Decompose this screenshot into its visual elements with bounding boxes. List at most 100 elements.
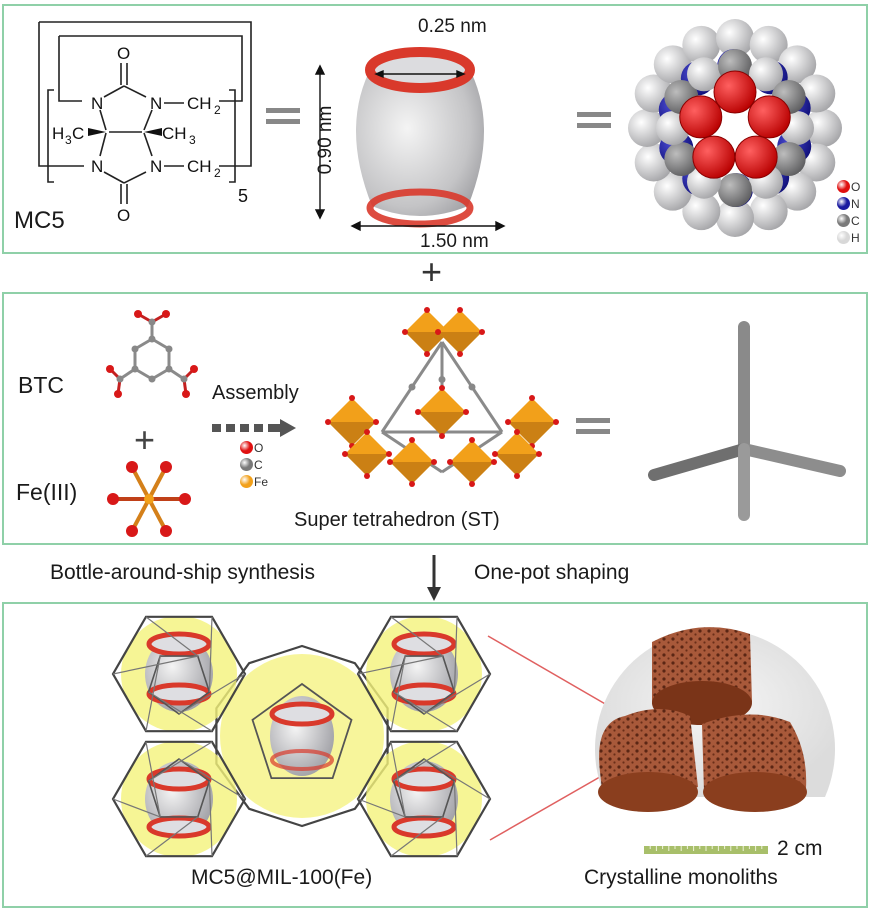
carbon-atom [438,376,446,383]
atom-sphere-icon [837,231,850,244]
atom-sphere-icon [240,458,253,471]
mc5-chemical-structure: O N N N N O CH 2 CH 2 H 3 C CH 3 5 [38,21,252,225]
fe-octahedron [435,307,485,357]
equals-sign [577,112,611,128]
legend-symbol: H [851,230,860,245]
mc5-space-filling-model [628,19,842,237]
oxygen-atom [692,135,736,179]
legend-item: Fe [240,473,268,490]
ch2-group-top: CH 2 [187,94,221,117]
bottle-around-ship-label: Bottle-around-ship synthesis [50,561,315,584]
fe-octahedron [447,437,497,487]
atom-nitrogen: N [150,157,162,176]
tetrahedral-node [648,321,846,521]
hydrogen-atom [682,25,721,64]
panel-mc5-structure: O N N N N O CH 2 CH 2 H 3 C CH 3 5 MC5 [2,4,868,254]
equals-sign [266,108,300,124]
legend-symbol: C [851,213,860,228]
svg-text:2: 2 [214,103,221,117]
monolith-photo [595,627,835,812]
portal-diameter-label: 0.25 nm [418,16,487,37]
fe-octahedron [325,395,379,449]
hydrogen-atom [716,19,754,57]
framework-label: MC5@MIL-100(Fe) [191,866,373,889]
fe-label: Fe(III) [16,479,78,505]
width-label: 1.50 nm [420,231,489,252]
hydrogen-atom [716,199,754,237]
assembly-arrow [212,419,296,437]
carbon-atom [749,57,783,92]
carbon-atom [687,57,721,92]
hydrogen-atom [628,109,666,147]
panel-assembly: BTC Fe(III) + [2,292,868,545]
atom-nitrogen: N [150,94,162,113]
carbon-atom [468,383,476,391]
oxygen-atom [734,135,778,179]
oxygen-atom [747,95,791,139]
legend-item: C [240,456,268,473]
svg-text:CH: CH [187,157,212,176]
fe-octahedron [342,429,392,479]
mc5-label: MC5 [14,207,65,234]
legend-symbol: Fe [254,474,269,489]
plus-sign: + [134,419,156,460]
svg-text:3: 3 [65,133,72,147]
atom-sphere-icon [240,475,253,488]
hydrogen-atom [682,192,721,231]
panel-framework-and-monoliths: MC5@MIL-100(Fe) 2 c [2,602,868,908]
h3c-group: H 3 C [52,124,84,147]
hydrogen-atom [778,45,817,84]
assembly-label: Assembly [212,382,299,404]
atom-sphere-icon [837,214,850,227]
equals-sign [576,418,610,434]
svg-text:C: C [72,124,84,143]
legend-item: C [837,212,860,229]
atom-oxygen-top: O [117,44,130,63]
mc5-barrel-model [314,47,506,232]
svg-text:H: H [52,124,64,143]
legend-symbol: C [254,457,263,472]
legend-item: O [240,439,268,456]
legend-symbol: O [851,179,861,194]
hydrogen-atom [804,109,842,147]
carbon-atom [664,142,699,176]
ch3-group: CH 3 [162,124,196,147]
repeat-count: 5 [238,186,248,206]
svg-text:CH: CH [162,124,187,143]
carbon-atom [771,142,806,176]
scale-label: 2 cm [777,837,823,860]
atom-sphere-icon [240,441,253,454]
oxygen-atom [713,70,757,114]
btc-molecule [106,310,198,398]
height-label: 0.90 nm [315,105,336,175]
atom-oxygen-bottom: O [117,206,130,225]
atom-sphere-icon [837,180,850,193]
hydrogen-atom [749,192,788,231]
svg-text:CH: CH [187,94,212,113]
oxygen-atom [679,95,723,139]
fe-octahedron [387,437,437,487]
one-pot-shaping-label: One-pot shaping [474,561,630,584]
atom-nitrogen: N [91,157,103,176]
fe-octahedron [492,429,542,479]
legend-item: N [837,195,860,212]
fe-octahedron [505,395,559,449]
legend-item: O [837,178,860,195]
carbon-atom [408,383,416,391]
hydrogen-atom [653,172,692,211]
atom-sphere-icon [837,197,850,210]
fe-octahedron [415,385,469,439]
plus-sign: + [421,251,443,292]
atom-nitrogen: N [91,94,103,113]
legend-symbol: N [851,196,860,211]
scale-bar [644,846,768,854]
ch2-group-bottom: CH 2 [187,157,221,180]
legend-item: H [837,229,860,246]
carbon-atom [718,173,752,207]
svg-text:3: 3 [189,133,196,147]
hydrogen-atom [749,25,788,64]
legend-symbol: O [254,440,264,455]
svg-text:2: 2 [214,166,221,180]
